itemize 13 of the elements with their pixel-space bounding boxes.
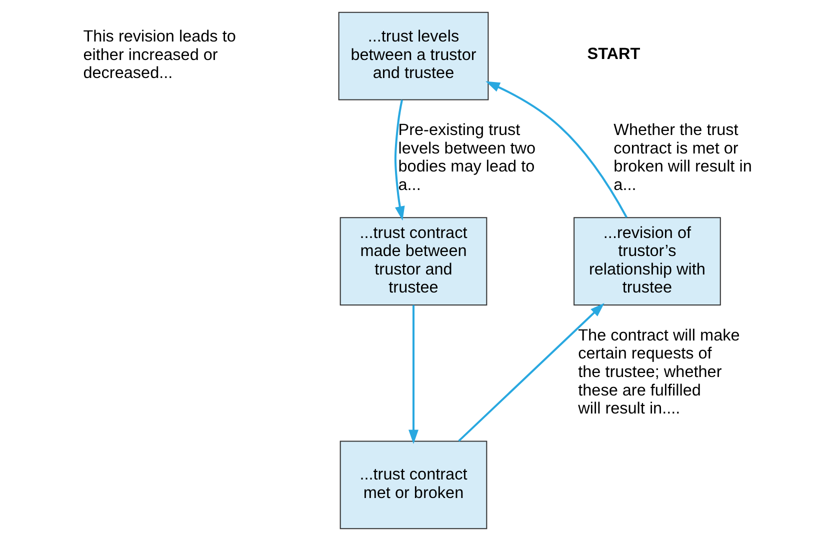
arrow (458, 302, 604, 442)
arrow (408, 305, 418, 444)
node-box: ...trust contract met or broken (340, 440, 488, 530)
edge-label: Pre-existing trust levels between two bodies may lead to a... (398, 121, 536, 194)
arrow (394, 100, 405, 221)
edge-label: Whether the trust contract is met or broken will result in a... (614, 121, 752, 194)
node-box: ...revision of trustor’s relationship with trustee (574, 217, 721, 306)
edge-label: The contract will make certain requests of the trustee; whether these are fulfilled will result in.... (578, 326, 740, 418)
arrow (486, 81, 628, 218)
node-box: ...trust levels between a trustor and trustee (338, 12, 489, 100)
node-box: ...trust contract made between trustor and trustee (340, 217, 488, 306)
label: This revision leads to either increased or decreased... (83, 28, 236, 82)
label: START (587, 44, 640, 63)
